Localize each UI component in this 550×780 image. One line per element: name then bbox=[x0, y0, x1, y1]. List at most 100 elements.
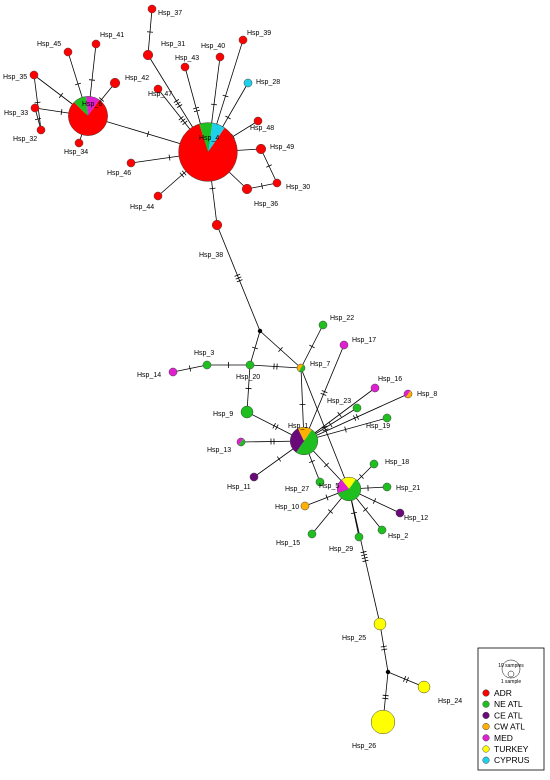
haplotype-node-h34 bbox=[75, 139, 83, 147]
haplotype-node-h43 bbox=[181, 63, 189, 71]
haplotype-label-h46: Hsp_46 bbox=[107, 170, 131, 177]
pie-slice-adr bbox=[30, 71, 38, 79]
haplotype-node-h9 bbox=[241, 406, 253, 418]
haplotype-label-h23: Hsp_23 bbox=[327, 398, 351, 405]
haplotype-label-h19: Hsp_19 bbox=[366, 423, 390, 430]
haplotype-label-h40: Hsp_40 bbox=[201, 43, 225, 50]
haplotype-label-h5: Hsp_5 bbox=[319, 483, 339, 490]
haplotype-node-h16 bbox=[371, 384, 379, 392]
haplotype-node-h21 bbox=[383, 483, 391, 491]
haplotype-label-h10: Hsp_10 bbox=[275, 504, 299, 511]
haplotype-node-h42 bbox=[110, 78, 120, 88]
mutation-tick bbox=[181, 119, 186, 123]
mutation-tick bbox=[381, 649, 387, 650]
haplotype-label-h1: Hsp_1 bbox=[288, 423, 308, 430]
haplotype-label-h25: Hsp_25 bbox=[342, 635, 366, 642]
haplotype-node-h19 bbox=[383, 414, 391, 422]
mutation-tick bbox=[338, 412, 342, 417]
edge-h20-h9 bbox=[246, 365, 252, 412]
haplotype-node-h35 bbox=[30, 71, 38, 79]
haplotype-label-h43: Hsp_43 bbox=[175, 55, 199, 62]
mutation-tick bbox=[273, 423, 276, 428]
pie-slice-ce-atl bbox=[250, 473, 258, 481]
haplotype-label-h9: Hsp_9 bbox=[213, 411, 233, 418]
edge-line bbox=[304, 394, 408, 441]
edge-h1-h8 bbox=[304, 394, 408, 441]
haplotype-node-h11 bbox=[250, 473, 258, 481]
mutation-tick bbox=[211, 104, 217, 105]
haplotype-node-h10 bbox=[301, 502, 309, 510]
haplotype-node-h40 bbox=[216, 53, 224, 61]
mutation-tick bbox=[277, 457, 281, 462]
haplotype-node-h13 bbox=[237, 438, 245, 446]
haplotype-node-h1 bbox=[290, 427, 318, 455]
haplotype-label-h49: Hsp_49 bbox=[270, 144, 294, 151]
haplotype-node-h48 bbox=[254, 117, 262, 125]
haplotype-node-h39 bbox=[239, 36, 247, 44]
pie-slice-adr bbox=[273, 179, 281, 187]
mutation-tick bbox=[175, 102, 180, 105]
median-vector-node bbox=[258, 329, 262, 333]
haplotype-node-h17 bbox=[340, 341, 348, 349]
mutation-tick bbox=[225, 116, 230, 119]
haplotype-label-h15: Hsp_15 bbox=[276, 540, 300, 547]
haplotype-label-h28: Hsp_28 bbox=[256, 79, 280, 86]
mutation-tick bbox=[363, 508, 368, 512]
haplotype-label-h13: Hsp_13 bbox=[207, 447, 231, 454]
edge-m1-h7 bbox=[260, 331, 301, 368]
haplotype-label-h36: Hsp_36 bbox=[254, 201, 278, 208]
mutation-tick bbox=[328, 510, 333, 514]
pie-slice-ne-atl bbox=[383, 414, 391, 422]
pie-slice-med bbox=[340, 341, 348, 349]
haplotype-label-h30: Hsp_30 bbox=[286, 184, 310, 191]
pie-slice-ne-atl bbox=[203, 361, 211, 369]
haplotype-label-h16: Hsp_16 bbox=[378, 376, 402, 383]
haplotype-node-h29 bbox=[355, 533, 363, 541]
edge-h31-h37 bbox=[147, 9, 153, 55]
haplotype-label-h2: Hsp_2 bbox=[388, 533, 408, 540]
haplotype-label-h20: Hsp_20 bbox=[236, 374, 260, 381]
haplotype-node-h32 bbox=[37, 126, 45, 134]
pie-slice-ne-atl bbox=[355, 533, 363, 541]
mutation-tick bbox=[381, 646, 387, 647]
legend-swatch bbox=[483, 690, 490, 697]
legend-swatch bbox=[483, 701, 490, 708]
haplotype-node-h38 bbox=[212, 220, 222, 230]
haplotype-node-h37 bbox=[148, 5, 156, 13]
haplotype-node-h7 bbox=[297, 364, 305, 372]
haplotype-label-h6: Hsp_6 bbox=[82, 101, 102, 108]
haplotype-node-h8 bbox=[404, 390, 412, 398]
haplotype-node-h44 bbox=[154, 192, 162, 200]
pie-slice-med bbox=[169, 368, 177, 376]
haplotype-label-h47: Hsp_47 bbox=[148, 91, 172, 98]
haplotype-label-h38: Hsp_38 bbox=[199, 252, 223, 259]
haplotype-label-h24: Hsp_24 bbox=[438, 698, 462, 705]
haplotype-node-h2 bbox=[378, 526, 386, 534]
haplotype-node-h18 bbox=[370, 460, 378, 468]
haplotype-label-h34: Hsp_34 bbox=[64, 149, 88, 156]
pie-slice-adr bbox=[110, 78, 120, 88]
pie-slice-adr bbox=[212, 220, 222, 230]
haplotype-node-h15 bbox=[308, 530, 316, 538]
mutation-tick bbox=[382, 698, 388, 699]
haplotype-node-h26 bbox=[371, 710, 395, 734]
pie-slice-adr bbox=[242, 184, 252, 194]
haplotype-label-h12: Hsp_12 bbox=[404, 515, 428, 522]
haplotype-node-h30 bbox=[273, 179, 281, 187]
mutation-tick bbox=[177, 104, 182, 107]
legend-label: NE ATL bbox=[494, 699, 523, 709]
haplotype-label-h14: Hsp_14 bbox=[137, 372, 161, 379]
mutation-tick bbox=[59, 93, 63, 98]
haplotype-node-h41 bbox=[92, 40, 100, 48]
mutation-tick bbox=[35, 102, 41, 103]
pie-slice-adr bbox=[31, 104, 39, 112]
pie-slice-adr bbox=[148, 5, 156, 13]
edge-h20-h7 bbox=[250, 363, 301, 369]
edge-h20-h3 bbox=[207, 362, 250, 368]
mutation-tick bbox=[275, 425, 278, 430]
pie-slice-med bbox=[371, 384, 379, 392]
haplotype-label-h18: Hsp_18 bbox=[385, 459, 409, 466]
